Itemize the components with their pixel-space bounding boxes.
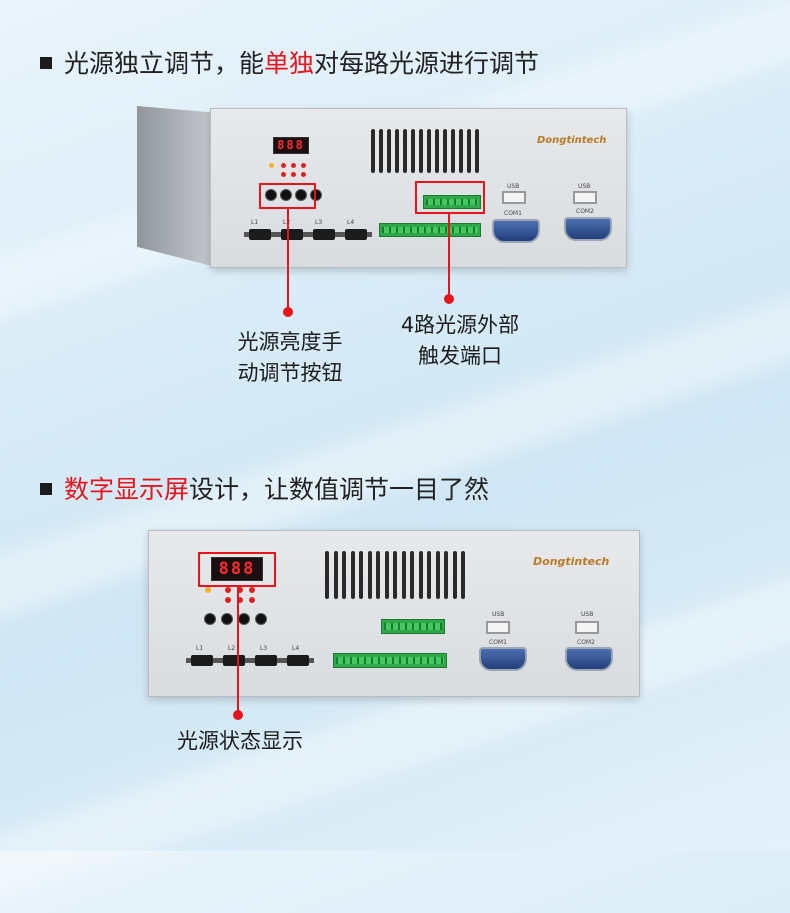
manual-buttons-caption: 光源亮度手 动调节按钮: [237, 330, 343, 385]
status-led-icon: [301, 172, 306, 177]
usb-port[interactable]: [573, 191, 597, 204]
status-led-icon: [281, 172, 286, 177]
callout-dot-icon: [233, 710, 243, 720]
port-label-l3: L3: [315, 219, 323, 226]
power-indicator-icon: [269, 163, 274, 168]
light-output-connector[interactable]: [282, 655, 314, 666]
com1-port[interactable]: [479, 647, 527, 671]
light-output-connector[interactable]: [250, 655, 282, 666]
callout-dot-icon: [444, 294, 454, 304]
onoff-button[interactable]: [280, 189, 292, 201]
led-display: 888: [273, 137, 309, 154]
port-label-l3: L3: [260, 645, 268, 652]
status-led-icon: [291, 172, 296, 177]
status-led-icon: [249, 597, 255, 603]
device-front-panel: 888 Dongtintech L1 L2 L3 L4 USB USB COM1…: [210, 108, 627, 268]
onoff-button[interactable]: [221, 613, 233, 625]
status-led-icon: [237, 597, 243, 603]
status-led-icon: [291, 163, 296, 168]
status-led-icon: [249, 587, 255, 593]
brand-logo: Dongtintech: [537, 135, 607, 146]
ventilation-grille: [325, 551, 465, 599]
controller-device-front: 888 Dongtintech L1 L2 L3 L4 USB USB COM1…: [148, 530, 640, 697]
port-label-l1: L1: [196, 645, 204, 652]
square-bullet-icon: [40, 57, 52, 69]
device-side-panel: [137, 106, 212, 266]
port-label-l4: L4: [347, 219, 355, 226]
status-display-highlight: [198, 552, 276, 587]
com1-label: COM1: [504, 210, 522, 217]
manual-buttons-highlight: [259, 183, 316, 209]
usb-label: USB: [507, 183, 520, 190]
trigger-terminal-block[interactable]: [423, 195, 481, 209]
section1-heading: 光源独立调节，能单独对每路光源进行调节: [40, 44, 539, 80]
increase-button[interactable]: [295, 189, 307, 201]
square-bullet-icon: [40, 483, 52, 495]
ventilation-grille: [371, 129, 479, 173]
com2-label: COM2: [577, 639, 595, 646]
usb-label: USB: [492, 611, 505, 618]
io-terminal-block[interactable]: [379, 223, 481, 237]
status-led-icon: [301, 163, 306, 168]
light-output-connector[interactable]: [218, 655, 250, 666]
light-output-connector[interactable]: [276, 229, 308, 240]
trigger-terminal-block[interactable]: [381, 619, 445, 634]
status-led-icon: [237, 587, 243, 593]
port-label-l4: L4: [292, 645, 300, 652]
channel-button[interactable]: [204, 613, 216, 625]
light-output-connector[interactable]: [244, 229, 276, 240]
callout-connector-line: [237, 585, 239, 712]
usb-port[interactable]: [575, 621, 599, 634]
light-output-connector[interactable]: [186, 655, 218, 666]
com2-label: COM2: [576, 208, 594, 215]
status-led-icon: [281, 163, 286, 168]
port-label-l1: L1: [251, 219, 259, 226]
increase-button[interactable]: [238, 613, 250, 625]
brand-logo: Dongtintech: [533, 555, 610, 568]
led-display: 888: [211, 557, 263, 581]
com2-port[interactable]: [564, 217, 612, 241]
callout-connector-line: [287, 207, 289, 310]
decrease-button[interactable]: [255, 613, 267, 625]
light-output-connector[interactable]: [308, 229, 340, 240]
com2-port[interactable]: [565, 647, 613, 671]
port-label-l2: L2: [283, 219, 290, 226]
com1-port[interactable]: [492, 219, 540, 243]
callout-connector-line: [448, 212, 450, 297]
trigger-ports-caption: 4路光源外部 触发端口: [400, 313, 520, 368]
callout-dot-icon: [283, 307, 293, 317]
io-terminal-block[interactable]: [333, 653, 447, 668]
usb-label: USB: [578, 183, 591, 190]
usb-port[interactable]: [486, 621, 510, 634]
power-indicator-icon: [205, 587, 211, 593]
section2-heading: 数字显示屏设计，让数值调节一目了然: [40, 470, 489, 506]
status-led-icon: [225, 597, 231, 603]
light-output-connector[interactable]: [340, 229, 372, 240]
com1-label: COM1: [489, 639, 507, 646]
trigger-ports-highlight: [415, 181, 485, 214]
usb-label: USB: [581, 611, 594, 618]
decrease-button[interactable]: [310, 189, 322, 201]
status-led-icon: [225, 587, 231, 593]
port-label-l2: L2: [228, 645, 236, 652]
channel-button[interactable]: [265, 189, 277, 201]
status-display-caption: 光源状态显示: [177, 729, 303, 753]
usb-port[interactable]: [502, 191, 526, 204]
